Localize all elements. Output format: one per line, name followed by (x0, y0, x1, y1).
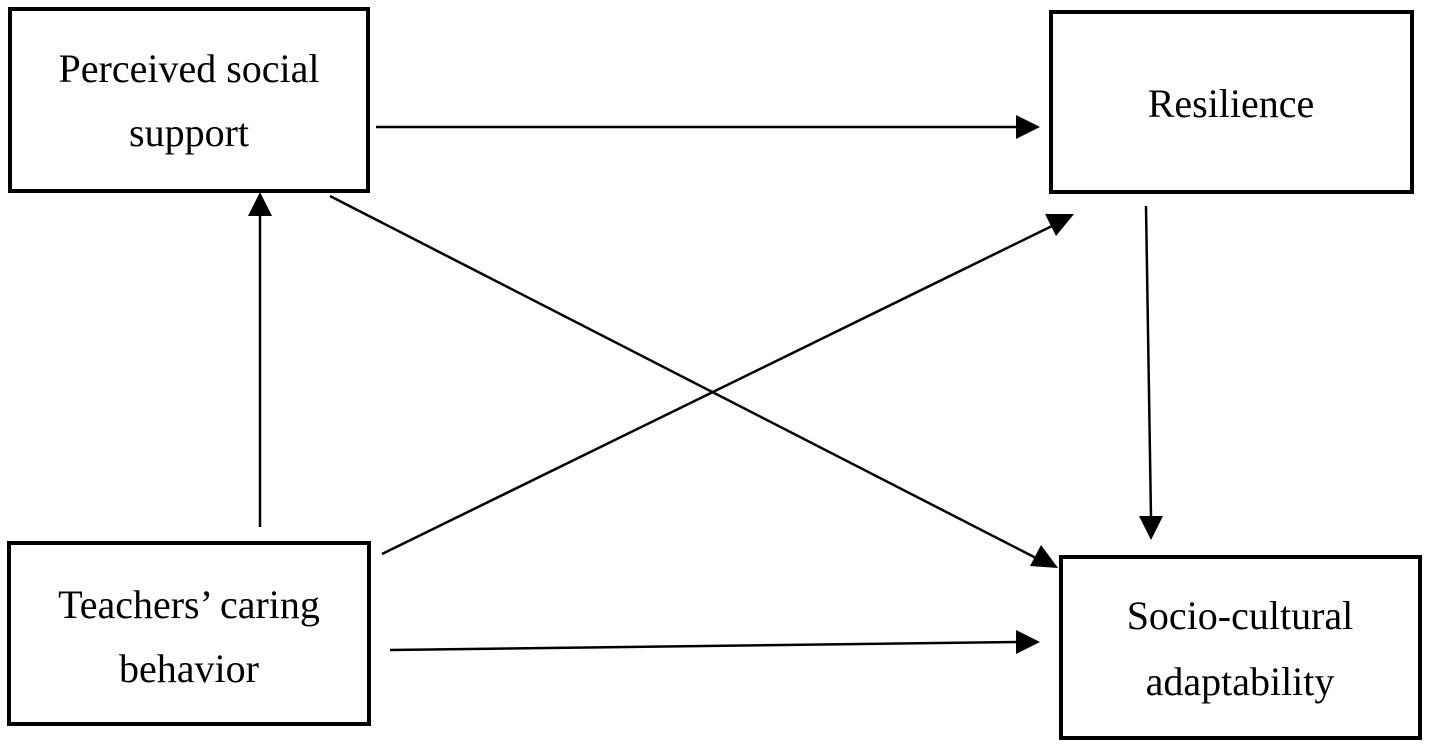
arrowhead-resilience-to-adaptability (1139, 516, 1163, 540)
node-perceived-social-support: Perceived social support (8, 7, 370, 193)
node-teachers-caring-behavior: Teachers’ caring behavior (7, 541, 371, 726)
edge-resilience-to-adaptability (1144, 205, 1153, 519)
edge-caring-to-adaptability (389, 640, 1019, 652)
node-label-line: Socio-cultural (1127, 593, 1354, 638)
node-label-line: Teachers’ caring (58, 582, 320, 627)
node-socio-cultural-adaptability: Socio-cultural adaptability (1059, 555, 1422, 740)
edges (248, 115, 1163, 654)
node-label-line: Resilience (1148, 81, 1315, 126)
edge-support-to-adaptability (329, 194, 1037, 560)
arrowhead-caring-to-adaptability (1016, 630, 1040, 654)
edge-caring-to-resilience (381, 224, 1053, 556)
node-label-line: support (129, 110, 249, 155)
arrowhead-support-to-resilience (1016, 115, 1040, 139)
arrowhead-caring-to-resilience (1045, 214, 1074, 236)
node-label-line: adaptability (1146, 659, 1335, 704)
arrowhead-caring-to-support (248, 192, 272, 216)
arrowhead-support-to-adaptability (1030, 545, 1058, 568)
node-label-line: Perceived social (59, 46, 320, 91)
node-label-line: behavior (119, 646, 259, 691)
node-resilience: Resilience (1049, 10, 1414, 194)
